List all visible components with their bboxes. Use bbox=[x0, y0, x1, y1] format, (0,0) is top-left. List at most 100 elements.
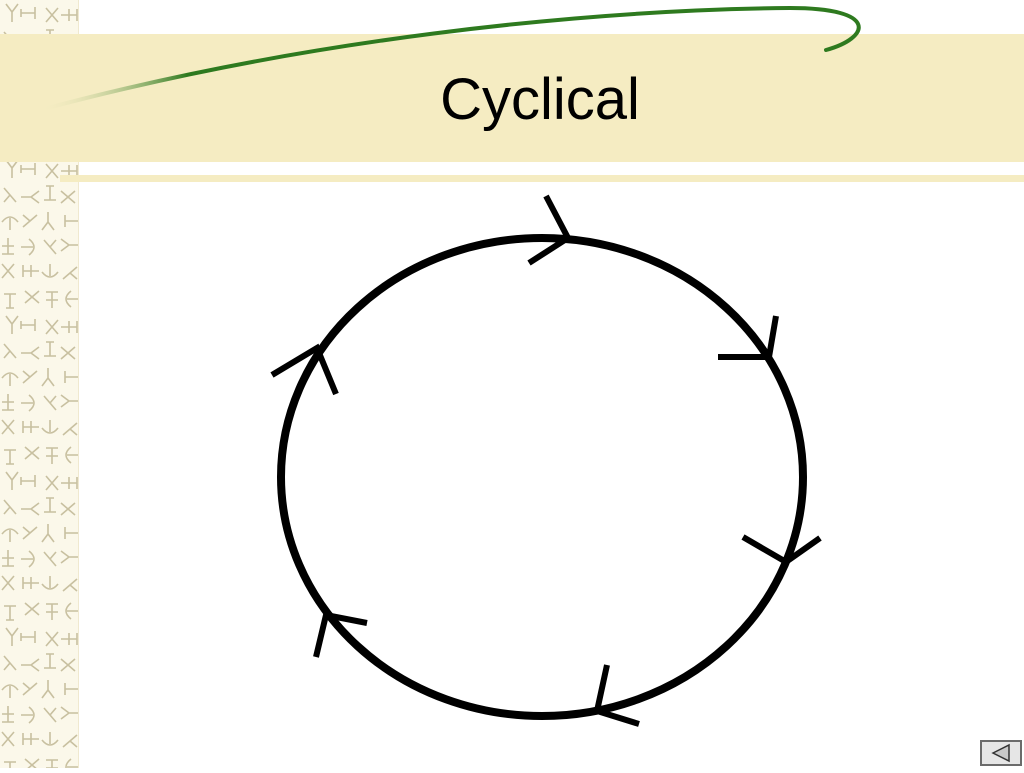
pattern-glyph bbox=[22, 265, 39, 277]
pattern-glyph bbox=[22, 682, 38, 696]
pattern-glyph bbox=[5, 3, 19, 22]
pattern-glyph bbox=[60, 394, 79, 408]
pattern-glyph bbox=[65, 758, 79, 773]
pattern-glyph bbox=[46, 603, 58, 620]
pattern-glyph bbox=[60, 502, 76, 516]
pattern-glyph bbox=[1, 528, 19, 542]
pattern-glyph bbox=[60, 658, 76, 672]
title-band bbox=[0, 34, 1024, 162]
pattern-glyph bbox=[22, 526, 38, 540]
pattern-glyph bbox=[21, 346, 40, 360]
pattern-glyph bbox=[4, 449, 16, 465]
previous-slide-button[interactable] bbox=[980, 740, 1022, 766]
pattern-glyph bbox=[3, 187, 17, 203]
pattern-glyph bbox=[41, 524, 55, 543]
pattern-glyph bbox=[41, 420, 59, 434]
pattern-glyph bbox=[46, 291, 58, 308]
pattern-glyph bbox=[5, 627, 19, 646]
cycle-arrow-3 bbox=[741, 534, 822, 566]
pattern-glyph bbox=[24, 446, 40, 460]
pattern-glyph bbox=[20, 475, 36, 487]
pattern-glyph bbox=[43, 707, 57, 723]
pattern-glyph bbox=[60, 706, 79, 720]
pattern-glyph bbox=[41, 264, 59, 278]
pattern-glyph bbox=[21, 190, 40, 204]
cycle-arrow-2 bbox=[718, 315, 779, 360]
pattern-glyph bbox=[2, 706, 14, 723]
pattern-glyph bbox=[45, 319, 59, 335]
cycle-arrow-6 bbox=[270, 343, 339, 396]
pattern-glyph bbox=[24, 290, 40, 304]
pattern-glyph bbox=[22, 421, 39, 433]
pattern-glyph bbox=[41, 680, 55, 699]
pattern-glyph bbox=[21, 394, 35, 412]
cycle-arrow-1 bbox=[527, 194, 572, 266]
pattern-glyph bbox=[41, 368, 55, 387]
pattern-glyph bbox=[21, 502, 40, 516]
pattern-glyph bbox=[45, 475, 59, 491]
pattern-glyph bbox=[60, 550, 79, 564]
pattern-glyph bbox=[45, 7, 59, 23]
pattern-glyph bbox=[3, 499, 17, 515]
pattern-glyph bbox=[1, 731, 15, 747]
pattern-glyph bbox=[20, 631, 36, 643]
pattern-glyph bbox=[3, 655, 17, 671]
slide-title: Cyclical bbox=[440, 67, 640, 132]
pattern-glyph bbox=[60, 238, 79, 252]
pattern-glyph bbox=[41, 576, 59, 590]
pattern-glyph bbox=[45, 631, 59, 647]
pattern-glyph bbox=[43, 239, 57, 255]
pattern-glyph bbox=[44, 653, 56, 669]
pattern-glyph bbox=[2, 394, 14, 411]
pattern-glyph bbox=[44, 185, 56, 201]
pattern-glyph bbox=[24, 602, 40, 616]
pattern-glyph bbox=[1, 216, 19, 230]
cycle-arrow-5 bbox=[313, 611, 368, 658]
pattern-glyph bbox=[4, 293, 16, 309]
pattern-glyph bbox=[21, 706, 35, 724]
pattern-glyph bbox=[60, 190, 76, 204]
pattern-glyph bbox=[20, 7, 36, 19]
pattern-glyph bbox=[65, 446, 79, 464]
pattern-glyph bbox=[1, 419, 15, 435]
pattern-glyph bbox=[2, 238, 14, 255]
pattern-glyph bbox=[65, 290, 79, 308]
pattern-glyph bbox=[60, 346, 76, 360]
pattern-glyph bbox=[21, 238, 35, 256]
pattern-glyph bbox=[5, 315, 19, 334]
pattern-glyph bbox=[44, 497, 56, 513]
pattern-glyph bbox=[5, 471, 19, 490]
title-underline-rule bbox=[60, 175, 1024, 182]
pattern-glyph bbox=[45, 163, 59, 179]
pattern-glyph bbox=[62, 734, 78, 748]
cycle-circle bbox=[277, 234, 807, 720]
pattern-glyph bbox=[62, 578, 78, 592]
triangle-left-icon bbox=[991, 743, 1010, 763]
pattern-glyph bbox=[20, 319, 36, 331]
pattern-glyph bbox=[43, 395, 57, 411]
pattern-glyph bbox=[61, 633, 78, 645]
pattern-glyph bbox=[62, 422, 78, 436]
decorative-swoosh bbox=[38, 5, 861, 112]
pattern-glyph bbox=[22, 577, 39, 589]
pattern-glyph bbox=[3, 343, 17, 359]
pattern-glyph bbox=[20, 163, 36, 175]
pattern-glyph bbox=[22, 370, 38, 384]
pattern-glyph bbox=[61, 477, 78, 489]
cycle-arrow-4 bbox=[593, 664, 640, 727]
pattern-glyph bbox=[1, 372, 19, 386]
pattern-glyph bbox=[43, 551, 57, 567]
pattern-glyph bbox=[22, 733, 39, 745]
pattern-glyph bbox=[21, 658, 40, 672]
pattern-glyph bbox=[46, 447, 58, 464]
pattern-glyph bbox=[2, 550, 14, 567]
pattern-glyph bbox=[21, 550, 35, 568]
pattern-glyph bbox=[1, 684, 19, 698]
pattern-glyph bbox=[1, 575, 15, 591]
pattern-glyph bbox=[1, 263, 15, 279]
pattern-glyph bbox=[41, 212, 55, 231]
pattern-glyph bbox=[61, 321, 78, 333]
pattern-glyph bbox=[5, 159, 19, 178]
pattern-glyph bbox=[61, 9, 78, 21]
